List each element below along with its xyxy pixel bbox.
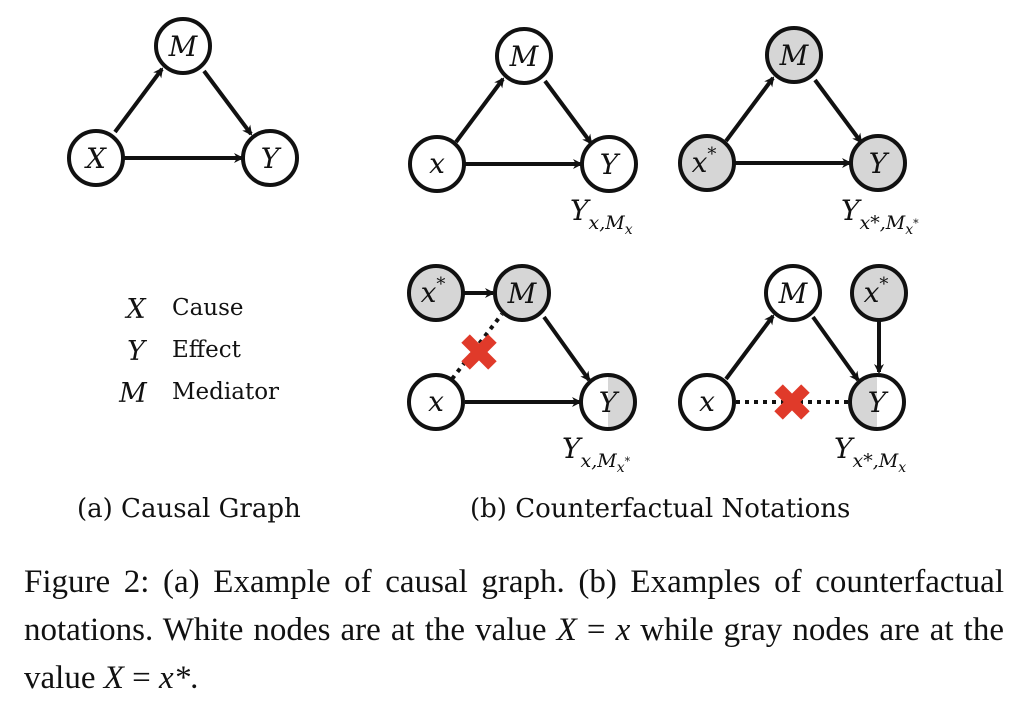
counterfactual-graph-4: M x* x Y Yx*,Mx	[678, 264, 908, 476]
counterfactual-graph-2: M x* Y Yx*,Mx*	[678, 26, 919, 238]
legend-label-mediator: Mediator	[172, 379, 279, 405]
node-x	[678, 373, 736, 431]
node-y-label: Y	[868, 386, 889, 419]
figure-caption: Figure 2: (a) Example of causal graph. (…	[24, 558, 1004, 702]
subcaption-a: (a) Causal Graph	[77, 494, 301, 524]
node-y-label: Y	[599, 386, 620, 419]
counterfactual-graph-3: x* M x Y Yx,Mx*	[407, 264, 637, 476]
node-m-label: M	[509, 40, 540, 73]
caption-var-2: x	[615, 612, 631, 648]
node-m-gray	[765, 26, 823, 84]
node-xs-label: x*	[421, 274, 446, 309]
node-x-label: X	[84, 142, 107, 175]
node-y-label: Y	[869, 147, 890, 180]
edge-m-to-y	[811, 315, 860, 382]
node-y-gray	[849, 134, 907, 192]
node-x-label: x	[699, 385, 715, 418]
caption-var-3: X	[103, 660, 124, 696]
node-xs-gray	[407, 264, 465, 322]
counterfactual-graph-1: M x Y Yx,Mx	[408, 27, 638, 238]
node-x	[408, 135, 466, 193]
node-x	[407, 373, 465, 431]
cross-icon	[461, 334, 497, 370]
node-y-outline	[579, 373, 637, 431]
edge-m-to-y	[202, 69, 253, 136]
node-m-label: M	[507, 277, 538, 310]
node-xs-gray	[850, 264, 908, 322]
notation-y-xs-mx: Yx*,Mx	[834, 432, 906, 476]
node-y-label: Y	[261, 142, 282, 175]
node-y	[241, 129, 299, 187]
node-m	[764, 264, 822, 322]
causal-graph-a: M X Y	[67, 17, 299, 187]
legend-symbol-y: Y	[127, 336, 147, 367]
legend: X Cause Y Effect M Mediator	[118, 294, 279, 409]
node-m-gray	[493, 264, 551, 322]
edge-xs-to-m	[724, 76, 775, 143]
legend-symbol-x: X	[124, 294, 147, 325]
node-xs-gray	[678, 134, 736, 192]
caption-var-4: x*	[159, 660, 191, 696]
node-m-label: M	[168, 30, 199, 63]
node-x	[67, 129, 125, 187]
caption-eq-1: =	[576, 612, 616, 648]
edge-m-to-y	[542, 315, 591, 382]
notation-y-x-mxs: Yx,Mx*	[562, 432, 631, 476]
edge-m-to-y	[543, 79, 593, 145]
node-x-label: x	[429, 147, 445, 180]
legend-label-cause: Cause	[172, 295, 244, 321]
node-y	[580, 135, 638, 193]
edge-m-to-y	[813, 78, 863, 144]
cross-icon	[774, 384, 810, 420]
edge-x-to-m	[724, 314, 775, 381]
node-m	[495, 27, 553, 85]
node-y-label: Y	[600, 148, 621, 181]
node-m	[154, 17, 212, 75]
legend-label-effect: Effect	[172, 337, 242, 363]
caption-var-1: X	[556, 612, 577, 648]
edge-x-to-m	[113, 67, 164, 134]
legend-symbol-m: M	[118, 378, 148, 409]
node-xs-label: x*	[692, 144, 717, 179]
notation-y-x-mx: Yx,Mx	[570, 194, 633, 238]
node-x-label: x	[428, 385, 444, 418]
caption-text-2: while gray nodes are at the value	[24, 612, 1004, 696]
subcaption-b: (b) Counterfactual Notations	[470, 494, 850, 524]
edge-x-to-m	[454, 77, 505, 144]
caption-text-1: Figure 2: (a) Example of causal graph. (…	[24, 564, 1004, 648]
node-y-outline	[848, 373, 906, 431]
caption-end: .	[190, 660, 199, 696]
notation-y-xs-mxs: Yx*,Mx*	[841, 194, 919, 238]
node-xs-label: x*	[864, 274, 889, 309]
node-m-label: M	[778, 277, 809, 310]
node-m-label: M	[779, 39, 810, 72]
caption-eq-2: =	[123, 660, 160, 696]
